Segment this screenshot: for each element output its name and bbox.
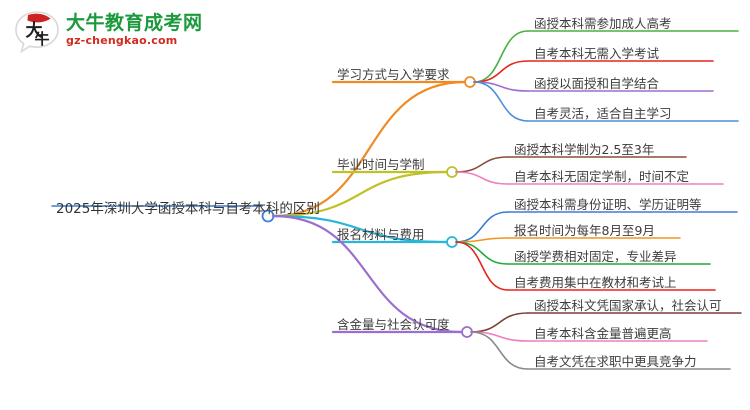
leaf-node-label-4-1: 函授本科文凭国家承认，社会认可 xyxy=(534,298,722,313)
logo-speech-bubble-icon: 大 牛 xyxy=(14,10,60,54)
leaf-node-label-4-2: 自考本科含金量普遍更高 xyxy=(534,326,672,341)
leaf-node-label-4-3: 自考文凭在求职中更具竞争力 xyxy=(534,354,697,369)
mindmap-link xyxy=(470,331,529,370)
branch-node-label-4: 含金量与社会认可度 xyxy=(337,317,450,332)
svg-text:牛: 牛 xyxy=(34,30,49,48)
mindmap-link xyxy=(271,214,449,244)
mindmap-link xyxy=(473,81,529,122)
mindmap-link xyxy=(455,241,509,265)
leaf-node-label-1-4: 自考灵活，适合自主学习 xyxy=(534,106,672,121)
leaf-node-label-2-1: 函授本科学制为2.5至3年 xyxy=(514,142,655,157)
mindmap-link xyxy=(473,60,529,83)
leaf-node-label-1-2: 自考本科无需入学考试 xyxy=(534,46,660,61)
mindmap-link xyxy=(271,170,449,218)
site-logo[interactable]: 大 牛 大牛教育成考网 gz-chengkao.com xyxy=(14,8,203,56)
leaf-node-label-3-3: 函授学费相对固定，专业差异 xyxy=(514,249,677,264)
logo-brand-name: 大牛教育成考网 xyxy=(66,12,203,34)
mindmap-link xyxy=(455,241,509,291)
root-node-label: 2025年深圳大学函授本科与自考本科的区别 xyxy=(56,201,320,217)
leaf-node-label-3-1: 函授本科需身份证明、学历证明等 xyxy=(514,197,702,212)
logo-wordmark: 大牛教育成考网 gz-chengkao.com xyxy=(66,12,203,48)
leaf-node-label-2-2: 自考本科无固定学制，时间不定 xyxy=(514,169,690,184)
leaf-node-label-1-3: 函授以面授和自学结合 xyxy=(534,76,660,91)
mindmap-link xyxy=(271,80,467,218)
leaf-node-label-1-1: 函授本科需参加成人高考 xyxy=(534,16,672,31)
mindmap-link xyxy=(473,30,529,83)
logo-brand-url: gz-chengkao.com xyxy=(66,34,178,47)
svg-text:大: 大 xyxy=(26,20,43,41)
mindmap-link xyxy=(470,312,529,333)
mindmap-link xyxy=(455,237,509,243)
mindmap-link xyxy=(455,156,509,173)
mindmap-link xyxy=(271,214,464,334)
branch-node-label-3: 报名材料与费用 xyxy=(337,227,425,242)
mindmap-link xyxy=(455,171,509,185)
branch-node-label-1: 学习方式与入学要求 xyxy=(337,67,450,82)
branch-node-label-2: 毕业时间与学制 xyxy=(337,157,425,172)
leaf-node-label-3-2: 报名时间为每年8月至9月 xyxy=(514,223,655,238)
leaf-node-label-3-4: 自考费用集中在教材和考试上 xyxy=(514,275,677,290)
